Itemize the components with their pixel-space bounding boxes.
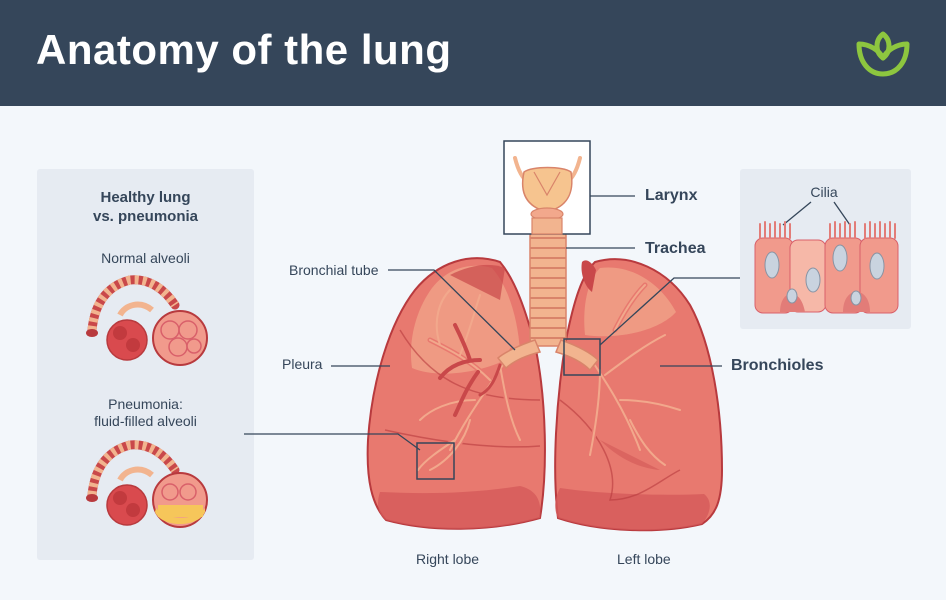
cilia-cells-illustration xyxy=(755,222,898,313)
bronchial-tube-label: Bronchial tube xyxy=(289,262,379,278)
left-lobe-label: Left lobe xyxy=(617,551,671,567)
pneumonia-label-line2: fluid-filled alveoli xyxy=(37,413,254,429)
larynx-label: Larynx xyxy=(645,187,697,205)
pleura-label: Pleura xyxy=(282,356,322,372)
pneumonia-label-line1: Pneumonia: xyxy=(37,396,254,412)
larynx xyxy=(504,141,590,234)
normal-alveoli-label: Normal alveoli xyxy=(37,250,254,266)
bronchioles-label: Bronchioles xyxy=(731,357,823,375)
left-lung xyxy=(555,259,722,530)
cilia-label: Cilia xyxy=(780,184,868,200)
comparison-heading-line2: vs. pneumonia xyxy=(37,208,254,225)
right-lung xyxy=(368,258,545,529)
pneumonia-alveoli-illustration xyxy=(86,445,207,527)
comparison-heading-line1: Healthy lung xyxy=(37,189,254,206)
right-lobe-label: Right lobe xyxy=(416,551,479,567)
trachea-label: Trachea xyxy=(645,240,705,258)
normal-alveoli-illustration xyxy=(86,280,207,365)
